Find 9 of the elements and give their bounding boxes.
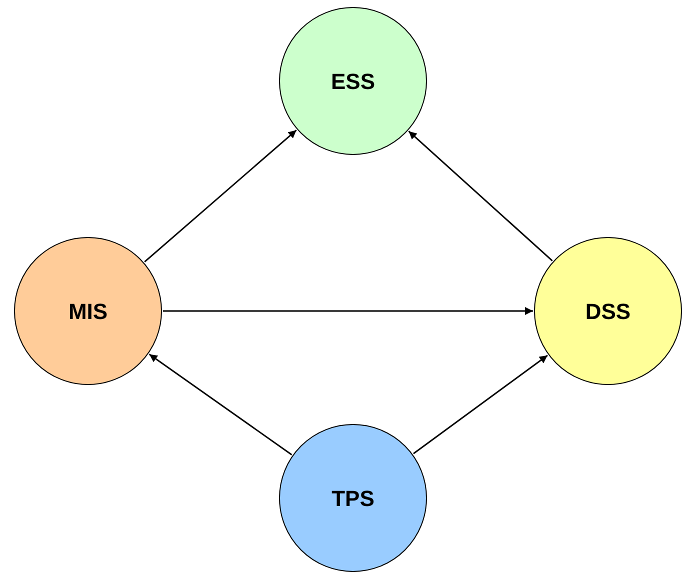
- arrow: [148, 354, 292, 456]
- arrow: [413, 354, 548, 454]
- arrow: [408, 130, 553, 262]
- node-label: MIS: [68, 298, 108, 326]
- node-label: DSS: [585, 298, 631, 326]
- node-label: TPS: [332, 484, 374, 512]
- arrow: [163, 307, 533, 315]
- node-label: ESS: [330, 68, 376, 96]
- arrow: [144, 130, 297, 262]
